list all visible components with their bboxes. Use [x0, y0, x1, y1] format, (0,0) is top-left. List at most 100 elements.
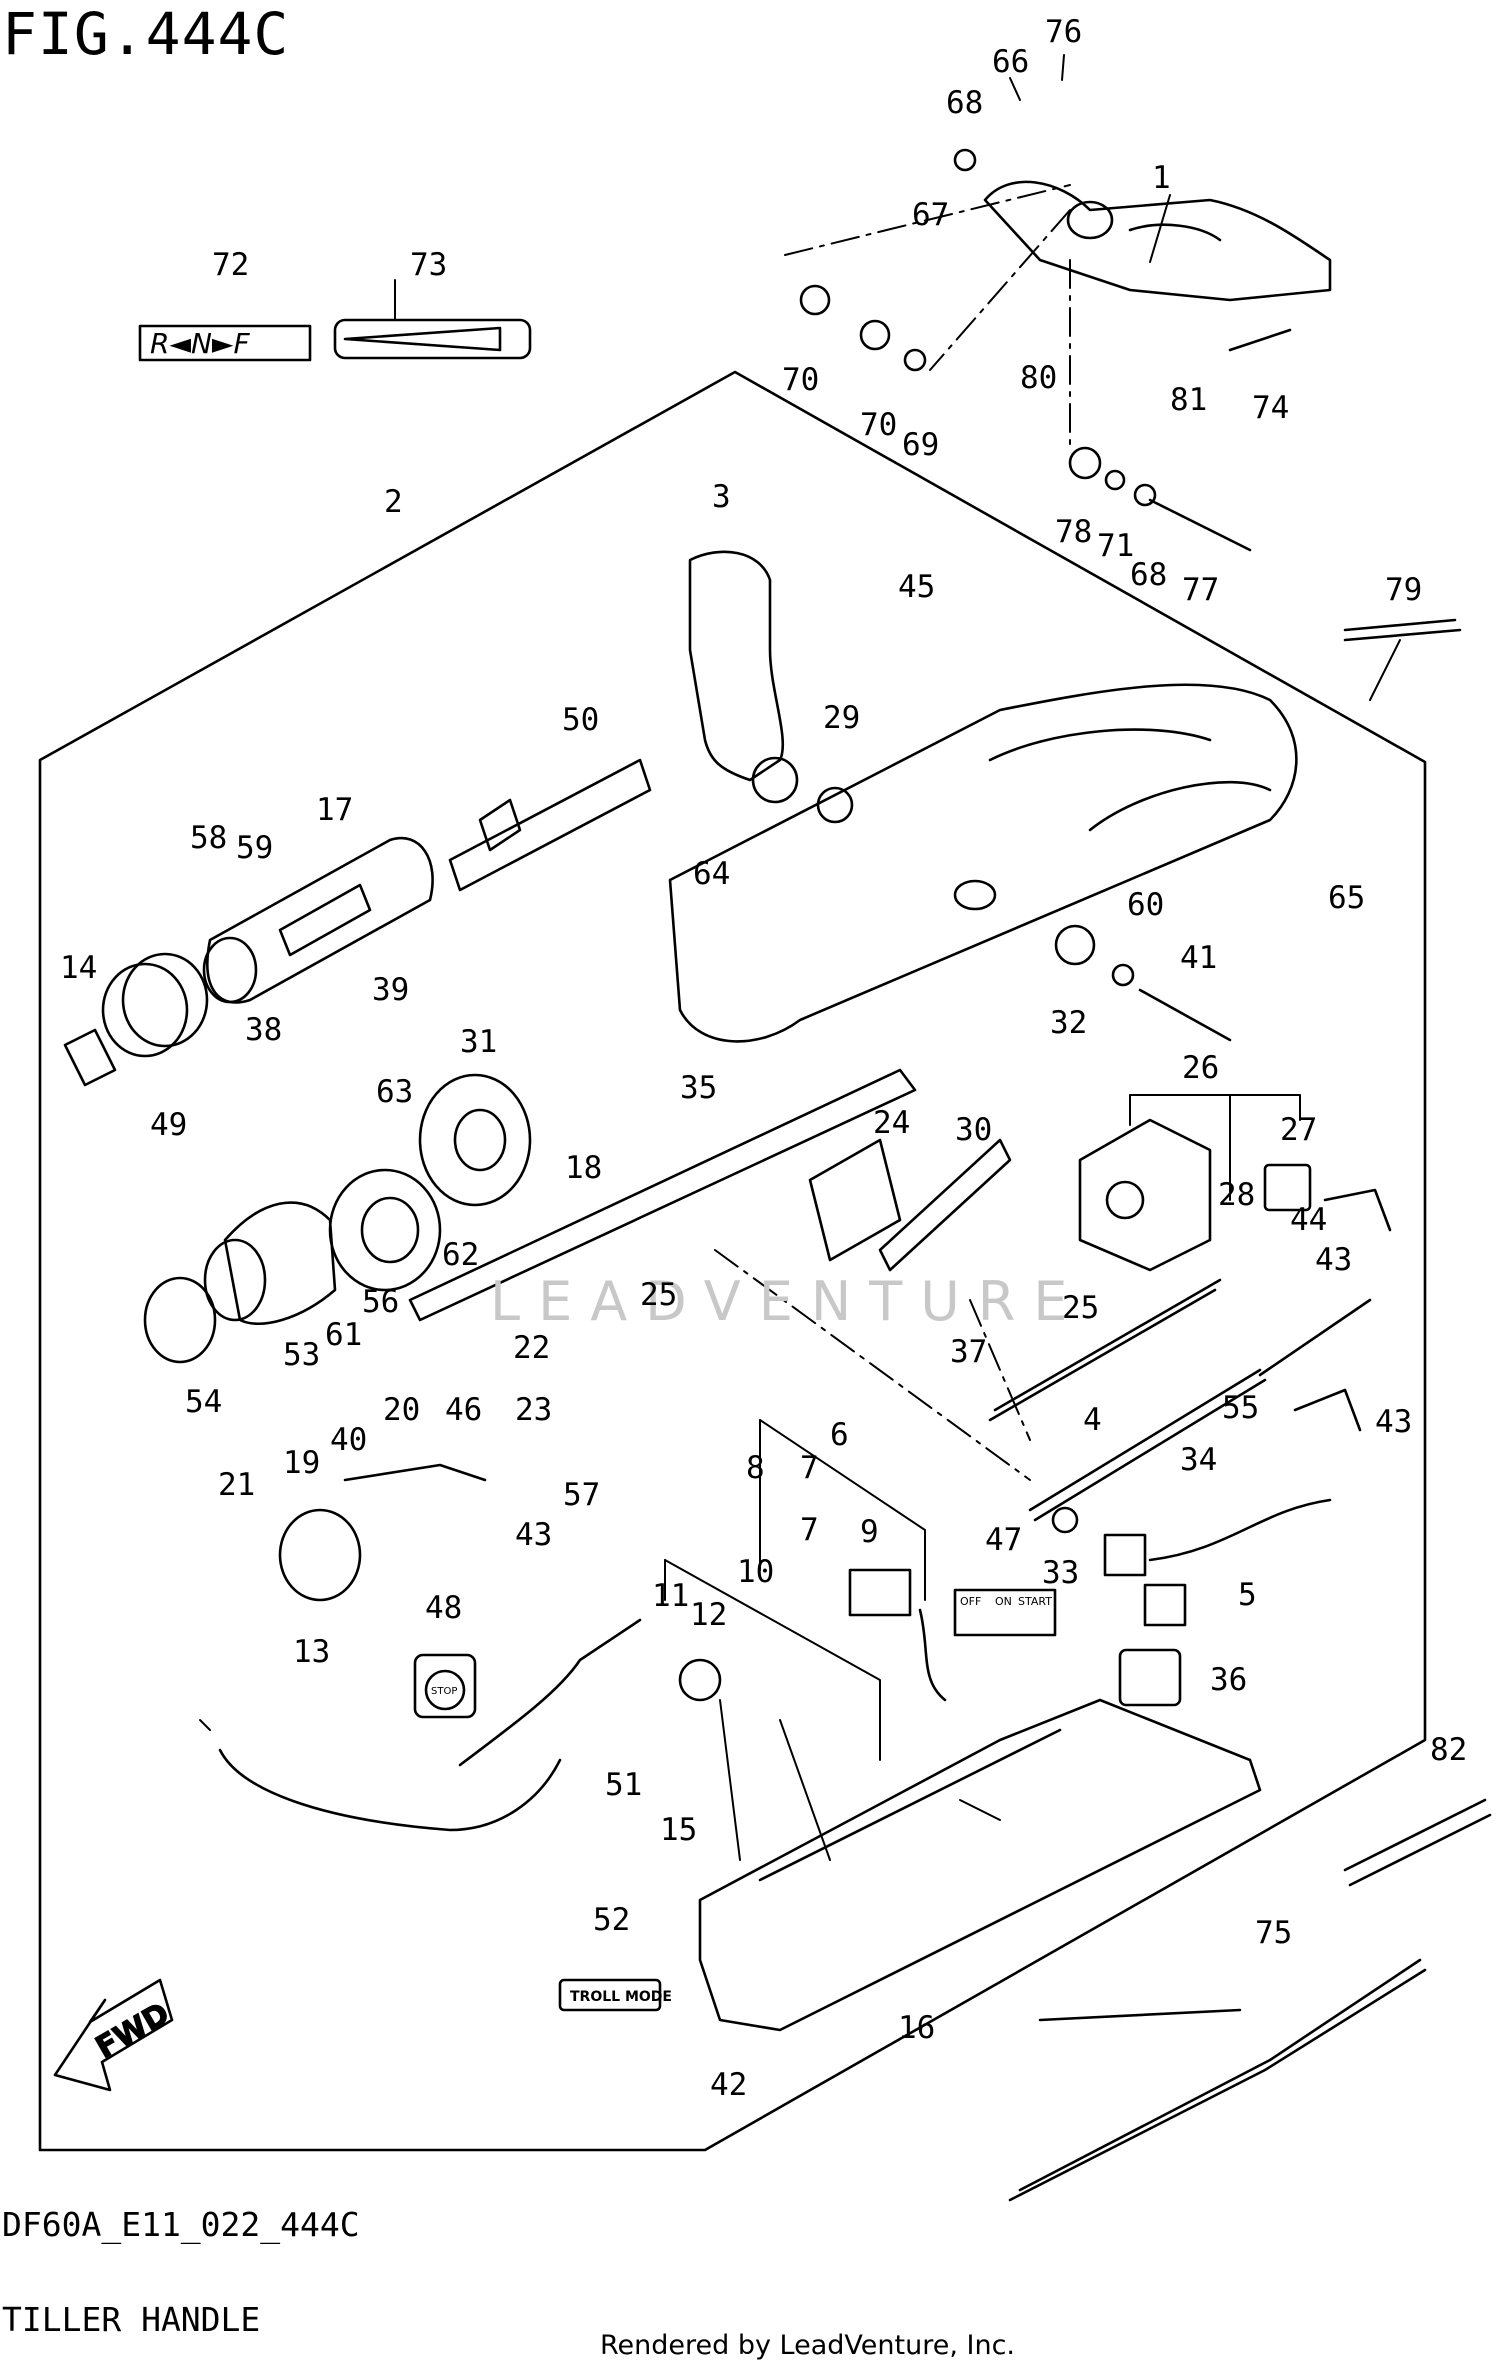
shift-decal-text: R◄N►F — [150, 327, 250, 360]
part-53-cap — [203, 1201, 337, 1326]
part-82-grip — [1343, 1798, 1492, 1887]
part-69-washer — [903, 348, 927, 372]
part-labels: 76 66 68 67 1 72 73 70 70 69 80 81 74 2 … — [60, 14, 1467, 2103]
part-74-bolt — [1228, 328, 1292, 352]
render-credit: Rendered by LeadVenture, Inc. — [600, 2330, 1016, 2361]
part-41-bolt — [1138, 988, 1232, 1042]
part-label: 79 — [1385, 572, 1422, 608]
part-18-shaft — [408, 1068, 917, 1322]
part-label: 1 — [1152, 160, 1171, 196]
part-73-wedge — [343, 326, 502, 352]
part-36-plate — [1118, 1648, 1182, 1707]
part-label: 45 — [898, 569, 935, 605]
figure-code: DF60A_E11_022_444C — [2, 2205, 360, 2244]
part-label: 58 — [190, 820, 227, 856]
alignment-line — [784, 184, 1071, 256]
part-12-grommet — [678, 1658, 722, 1702]
part-label: 51 — [605, 1767, 642, 1803]
part-26-bracket — [1078, 1118, 1212, 1272]
part-label: 66 — [992, 44, 1029, 80]
part-label: 67 — [912, 197, 949, 233]
part-label: 41 — [1180, 940, 1217, 976]
part-label: 5 — [1238, 1577, 1257, 1613]
part-4-cable — [988, 1278, 1222, 1422]
part-label: 56 — [362, 1284, 399, 1320]
part-label: 11 — [652, 1578, 689, 1614]
part-label: 24 — [873, 1105, 910, 1141]
part-label: 52 — [593, 1902, 630, 1938]
part-label: 57 — [563, 1477, 600, 1513]
part-label: 40 — [330, 1422, 367, 1458]
part-label: 60 — [1127, 887, 1164, 923]
part-label: 54 — [185, 1384, 222, 1420]
part-label: 63 — [376, 1074, 413, 1110]
part-60-washer — [1111, 963, 1135, 987]
part-label: 17 — [316, 792, 353, 828]
figure-name: TILLER HANDLE — [2, 2300, 261, 2339]
part-48-decal — [413, 1653, 477, 1719]
part-label: 64 — [693, 856, 730, 892]
part-72-decal — [138, 324, 312, 362]
part-71-washer — [1104, 469, 1126, 491]
part-label: 20 — [383, 1392, 420, 1428]
part-label: 4 — [1083, 1402, 1102, 1438]
part-label: 61 — [325, 1317, 362, 1353]
part-label: 73 — [410, 247, 447, 283]
part-label: 68 — [946, 85, 983, 121]
fwd-arrow-icon — [53, 1978, 174, 2092]
part-16-lower-cover — [698, 1698, 1262, 2032]
part-1-bracket — [983, 180, 1332, 302]
part-label: 25 — [640, 1277, 677, 1313]
part-34-cable — [1028, 1298, 1372, 1522]
part-47-decal — [953, 1588, 1057, 1637]
part-17-grip — [202, 836, 434, 1004]
part-label: 13 — [293, 1634, 330, 1670]
part-label: 27 — [1280, 1112, 1317, 1148]
part-label: 53 — [283, 1337, 320, 1373]
part-13-switch — [278, 1508, 362, 1602]
part-label: 34 — [1180, 1442, 1217, 1478]
part-label: 7 — [800, 1512, 819, 1548]
part-label: 2 — [384, 484, 403, 520]
part-55-bracket — [1293, 1388, 1362, 1432]
part-label: 82 — [1430, 1732, 1467, 1768]
part-label: 43 — [1375, 1404, 1412, 1440]
part-label: 75 — [1255, 1915, 1292, 1951]
part-label: 48 — [425, 1590, 462, 1626]
part-31-plate — [418, 1073, 532, 1207]
part-label: 62 — [442, 1237, 479, 1273]
part-label: 8 — [746, 1450, 765, 1486]
part-77-bolt — [1148, 498, 1252, 552]
part-54-cap — [143, 1276, 217, 1364]
part-label: 43 — [1315, 1242, 1352, 1278]
part-label: 21 — [218, 1467, 255, 1503]
part-label: 65 — [1328, 880, 1365, 916]
fwd-decal-text: FWD — [90, 1996, 175, 2066]
part-label: 25 — [1062, 1290, 1099, 1326]
part-label: 42 — [710, 2067, 747, 2103]
part-68-washer — [1133, 483, 1157, 507]
part-70-washer — [799, 284, 831, 316]
part-label: 29 — [823, 700, 860, 736]
part-label: 49 — [150, 1107, 187, 1143]
part-label: 10 — [737, 1554, 774, 1590]
part-label: 69 — [902, 427, 939, 463]
part-label: 70 — [782, 362, 819, 398]
alignment-line — [969, 1299, 1031, 1441]
part-label: 77 — [1182, 572, 1219, 608]
part-label: 18 — [565, 1150, 602, 1186]
part-49-throttle-ring — [101, 952, 209, 1058]
part-78-bushing — [1068, 446, 1102, 480]
part-label: 19 — [283, 1445, 320, 1481]
part-73-decal — [333, 318, 532, 360]
part-label: 30 — [955, 1112, 992, 1148]
part-63-plate — [328, 1168, 442, 1292]
watermark: LEADVENTURE — [490, 1270, 1085, 1333]
part-label: 43 — [515, 1517, 552, 1553]
part-29-ring — [816, 786, 854, 824]
part-44-bracket — [1323, 1188, 1392, 1232]
part-30-plate — [878, 1138, 1012, 1272]
part-label: 50 — [562, 702, 599, 738]
part-3-shift-lever — [688, 550, 799, 804]
